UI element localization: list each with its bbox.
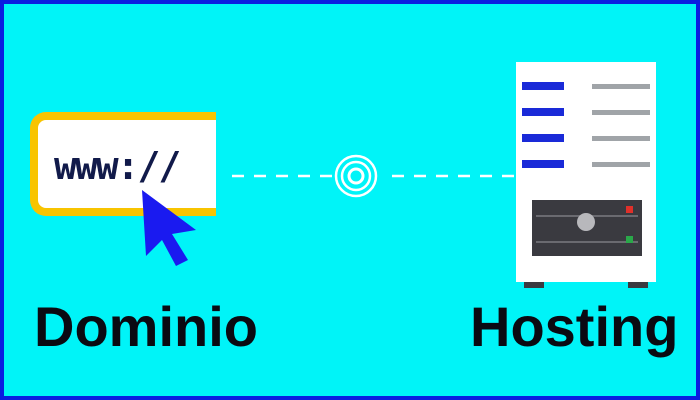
cursor-arrow-icon: [142, 190, 196, 266]
dashed-connector: [232, 174, 516, 178]
signal-rings-icon: [334, 154, 378, 198]
url-bar: www://: [30, 112, 216, 216]
domain-label: Dominio: [34, 295, 258, 358]
hosting-label: Hosting: [470, 295, 679, 358]
url-text: www://: [54, 144, 181, 188]
server-tower-icon: [516, 62, 656, 288]
